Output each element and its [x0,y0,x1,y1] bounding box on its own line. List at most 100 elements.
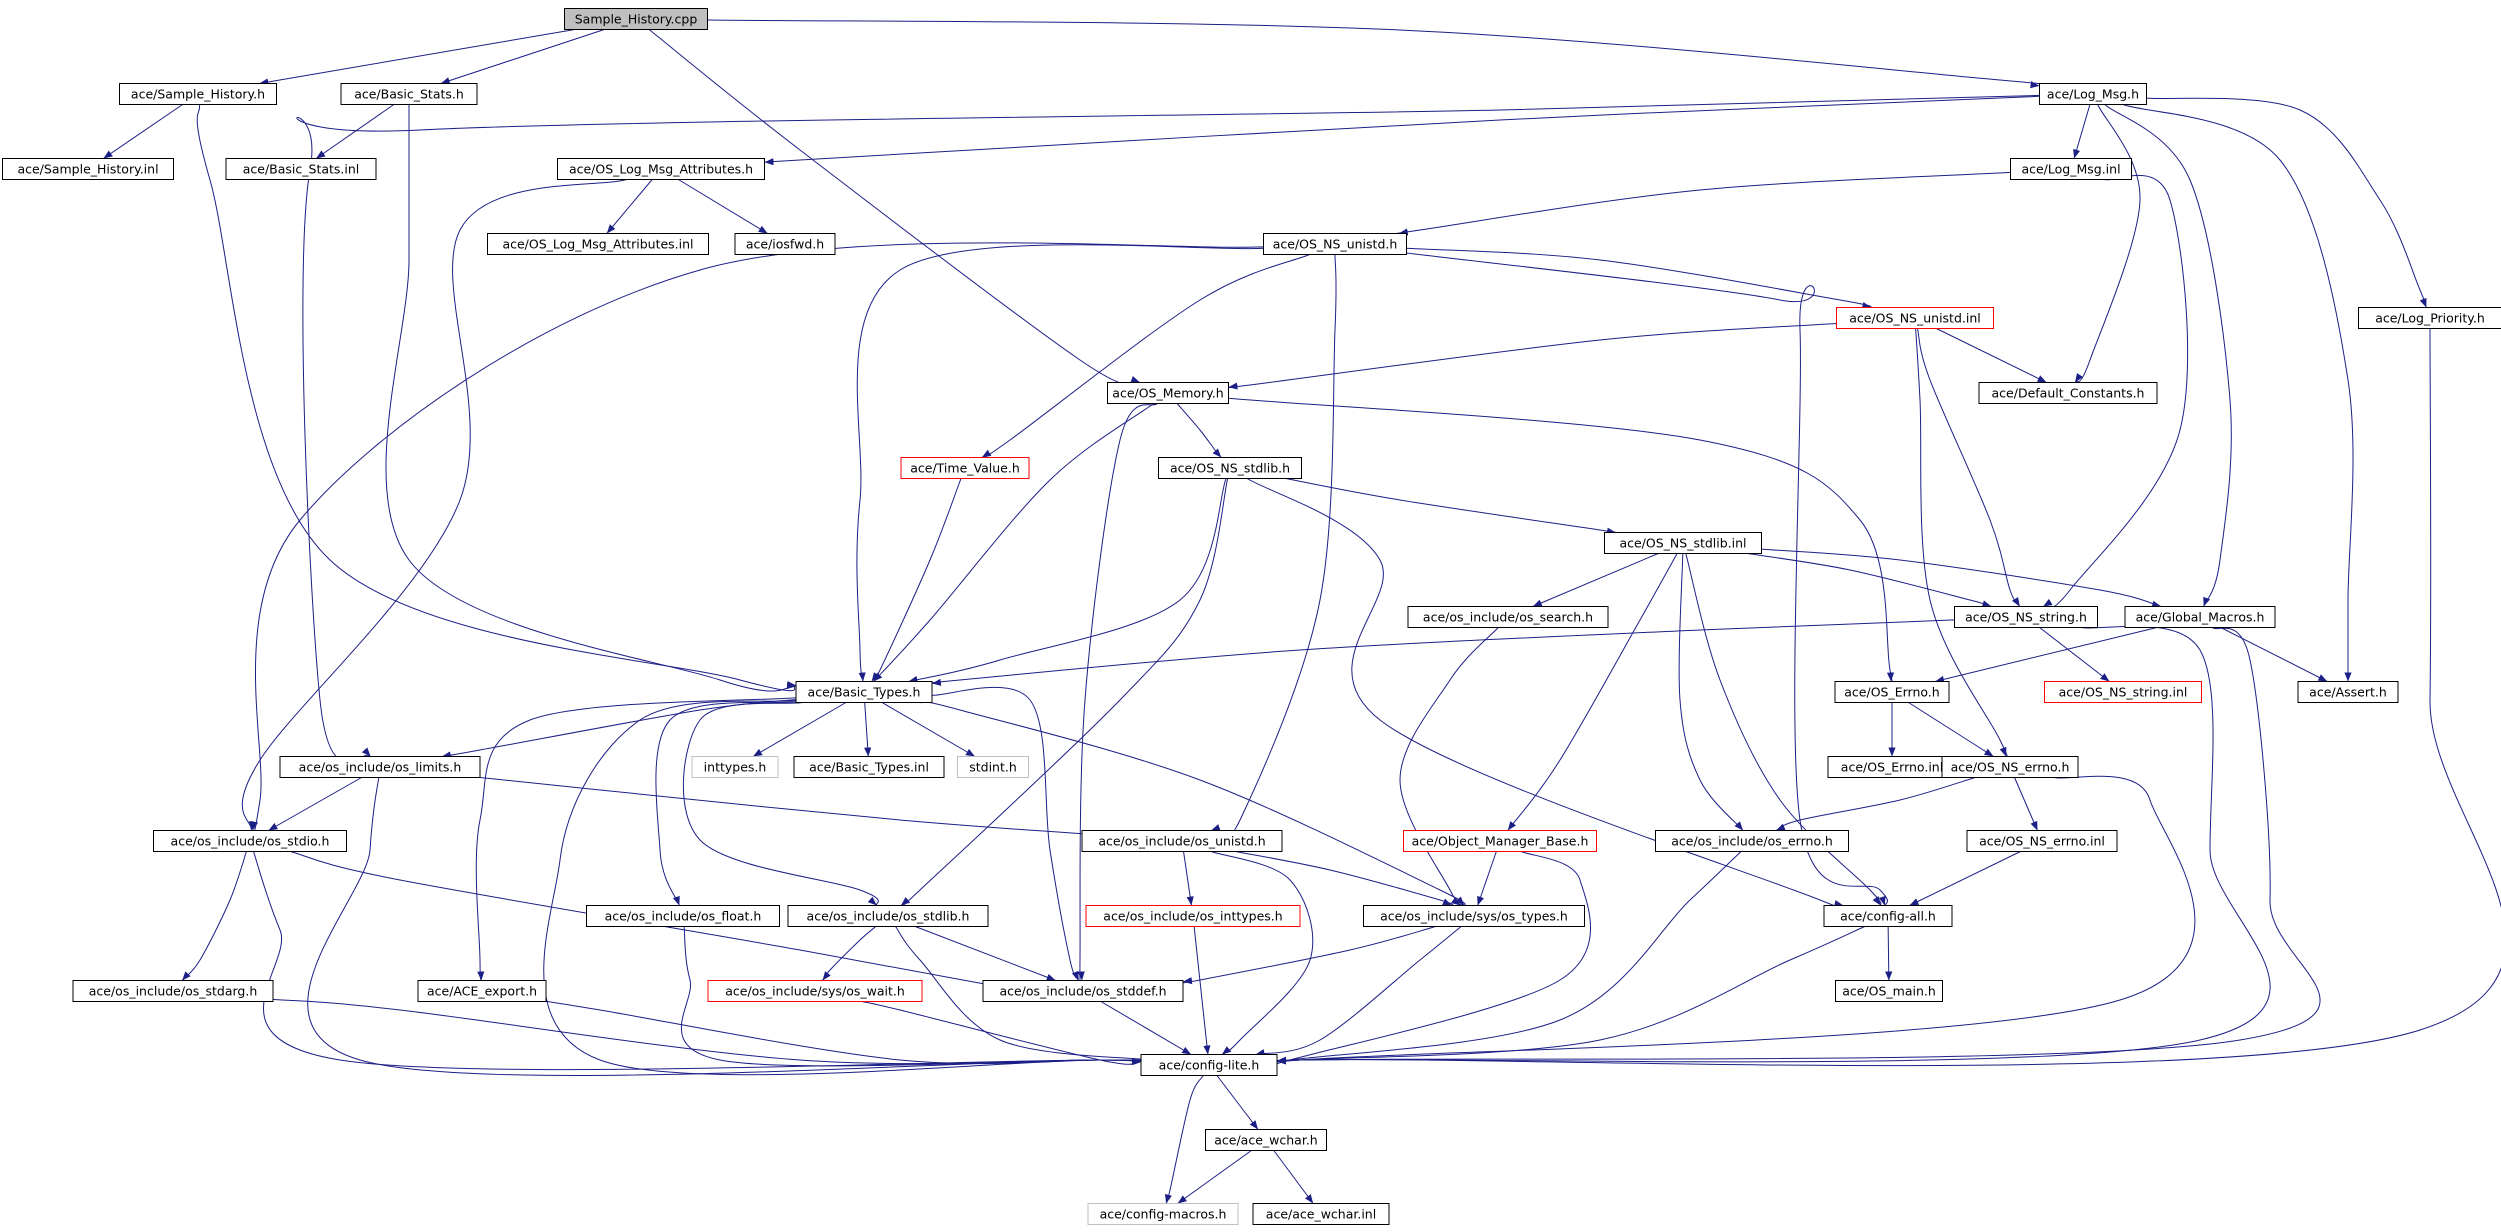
node-assert-h[interactable]: ace/Assert.h [2297,681,2399,703]
edge-os_ns_stdlib_h-to-os_stdlib_h [897,478,1229,911]
node-label: ace/iosfwd.h [746,237,824,252]
node-label: ace/ace_wchar.h [1214,1133,1317,1148]
edge-log_msg_h-to-os_limits_h [296,94,2040,762]
node-box [119,83,277,105]
node-os-errno-inl[interactable]: ace/OS_Errno.inl [1827,756,1957,778]
node-config-all-h[interactable]: ace/config-all.h [1823,905,1953,927]
node-os-ns-stdlib-inl[interactable]: ace/OS_NS_stdlib.inl [1604,532,1762,554]
node-inttypes-h[interactable]: inttypes.h [691,756,779,778]
node-os-ns-string-inl[interactable]: ace/OS_NS_string.inl [2044,681,2202,703]
edge-global_macros_h-to-assert_h [2220,627,2328,682]
node-os-search-h[interactable]: ace/os_include/os_search.h [1407,606,1609,628]
node-box [957,756,1029,778]
node-box [1252,1203,1390,1225]
node-box [1834,681,1950,703]
node-os-stdio-h[interactable]: ace/os_include/os_stdio.h [153,830,347,852]
node-config-lite-h[interactable]: ace/config-lite.h [1140,1054,1278,1076]
node-box [734,233,836,255]
edge-config_lite_h-to-config_macros_h [1164,1075,1204,1204]
node-box [691,756,779,778]
node-log-msg-h[interactable]: ace/Log_Msg.h [2039,83,2147,105]
node-os-ns-unistd-h[interactable]: ace/OS_NS_unistd.h [1263,233,1407,255]
node-os-ns-errno-inl[interactable]: ace/OS_NS_errno.inl [1966,830,2118,852]
node-os-ns-string-h[interactable]: ace/OS_NS_string.h [1954,606,2098,628]
edge-ace_wchar_h-to-ace_wchar_inl [1273,1150,1314,1204]
node-object-manager-base-h[interactable]: ace/Object_Manager_Base.h [1403,830,1597,852]
node-os-include-os-errno-h[interactable]: ace/os_include/os_errno.h [1655,830,1849,852]
edge-os_ns_unistd_inl-to-os_memory_h [1216,323,1837,390]
node-box [900,457,1030,479]
node-os-ns-unistd-inl[interactable]: ace/OS_NS_unistd.inl [1836,307,1994,329]
node-stdint-h[interactable]: stdint.h [957,756,1029,778]
node-box [1107,382,1229,404]
node-os-unistd-h[interactable]: ace/os_include/os_unistd.h [1081,830,1283,852]
node-os-errno-h[interactable]: ace/OS_Errno.h [1834,681,1950,703]
node-log-priority-h[interactable]: ace/Log_Priority.h [2358,307,2501,329]
node-box [2,158,174,180]
node-ace-export-h[interactable]: ace/ACE_export.h [417,980,547,1002]
edge-os_stdlib_h-to-sys_os_wait_h [822,926,877,981]
node-os-log-msg-attributes-inl[interactable]: ace/OS_Log_Msg_Attributes.inl [487,233,709,255]
node-label: ace/Log_Msg.inl [2021,162,2120,177]
node-box [487,233,709,255]
node-sample-history-inl[interactable]: ace/Sample_History.inl [2,158,174,180]
node-label: ace/os_include/os_limits.h [299,760,462,775]
edge-basic_stats_h-to-basic_stats_inl [315,104,395,159]
node-label: ace/ACE_export.h [427,984,537,999]
node-os-ns-errno-h[interactable]: ace/OS_NS_errno.h [1941,756,2079,778]
node-os-stddef-h[interactable]: ace/os_include/os_stddef.h [982,980,1184,1002]
node-basic-stats-h[interactable]: ace/Basic_Stats.h [340,83,478,105]
node-os-stdarg-h[interactable]: ace/os_include/os_stdarg.h [72,980,274,1002]
node-box [2010,158,2132,180]
edge-time_value_h-to-basic_types_h [871,478,962,684]
edge-log_msg_h-to-log_priority_h [2146,97,2427,308]
edge-log_msg_inl-to-os_ns_string_h [2042,174,2189,609]
edge-os_ns_unistd_h-to-config_all_h [1406,252,1889,906]
edge-os_ns_unistd_h-to-os_stdio_h [251,242,1264,834]
node-os-ns-stdlib-h[interactable]: ace/OS_NS_stdlib.h [1158,457,1302,479]
edge-basic_types_h-to-os_float_h [655,701,797,906]
node-box [1966,830,2118,852]
node-label: ace/OS_main.h [1842,984,1936,999]
node-basic-stats-inl[interactable]: ace/Basic_Stats.inl [225,158,377,180]
edge-log_msg_h-to-default_constants_h [2074,104,2141,383]
edge-os_ns_unistd_inl-to-os_ns_errno_h [1915,328,2008,758]
edge-os_ns_string_h-to-basic_types_h [924,619,1955,686]
node-ace-wchar-inl[interactable]: ace/ace_wchar.inl [1252,1203,1390,1225]
node-label: ace/Log_Priority.h [2375,311,2485,326]
node-os-inttypes-h[interactable]: ace/os_include/os_inttypes.h [1085,905,1301,927]
node-default-constants-h[interactable]: ace/Default_Constants.h [1978,382,2158,404]
edge-os_ns_stdlib_inl-to-os_search_h [1532,553,1659,607]
node-config-macros-h[interactable]: ace/config-macros.h [1087,1203,1239,1225]
node-os-limits-h[interactable]: ace/os_include/os_limits.h [279,756,481,778]
node-box [1835,980,1943,1002]
node-iosfwd-h[interactable]: ace/iosfwd.h [734,233,836,255]
node-os-log-msg-attributes-h[interactable]: ace/OS_Log_Msg_Attributes.h [557,158,765,180]
node-os-main-h[interactable]: ace/OS_main.h [1835,980,1943,1002]
node-sample-history-cpp[interactable]: Sample_History.cpp [564,8,708,30]
node-label: ace/os_include/os_inttypes.h [1103,909,1282,924]
node-box [2358,307,2501,329]
edge-os_memory_h-to-os_errno_h [1228,397,1895,686]
node-label: ace/Sample_History.h [131,87,265,102]
node-ace-wchar-h[interactable]: ace/ace_wchar.h [1205,1129,1327,1151]
node-label: ace/OS_NS_unistd.h [1273,237,1398,252]
node-os-float-h[interactable]: ace/os_include/os_float.h [586,905,780,927]
node-os-stdlib-h[interactable]: ace/os_include/os_stdlib.h [787,905,989,927]
node-basic-types-h[interactable]: ace/Basic_Types.h [795,681,933,703]
node-os-memory-h[interactable]: ace/OS_Memory.h [1107,382,1229,404]
node-box [1823,905,1953,927]
node-time-value-h[interactable]: ace/Time_Value.h [900,457,1030,479]
node-box [1158,457,1302,479]
node-label: ace/OS_NS_stdlib.inl [1619,536,1746,551]
node-global-macros-h[interactable]: ace/Global_Macros.h [2124,606,2276,628]
node-log-msg-inl[interactable]: ace/Log_Msg.inl [2010,158,2132,180]
edge-sample_history_h-to-sample_history_inl [103,104,183,159]
node-basic-types-inl[interactable]: ace/Basic_Types.inl [793,756,945,778]
node-sample-history-h[interactable]: ace/Sample_History.h [119,83,277,105]
node-sys-os-types-h[interactable]: ace/os_include/sys/os_types.h [1363,905,1585,927]
node-sys-os-wait-h[interactable]: ace/os_include/sys/os_wait.h [707,980,923,1002]
node-label: ace/Basic_Stats.inl [243,162,360,177]
